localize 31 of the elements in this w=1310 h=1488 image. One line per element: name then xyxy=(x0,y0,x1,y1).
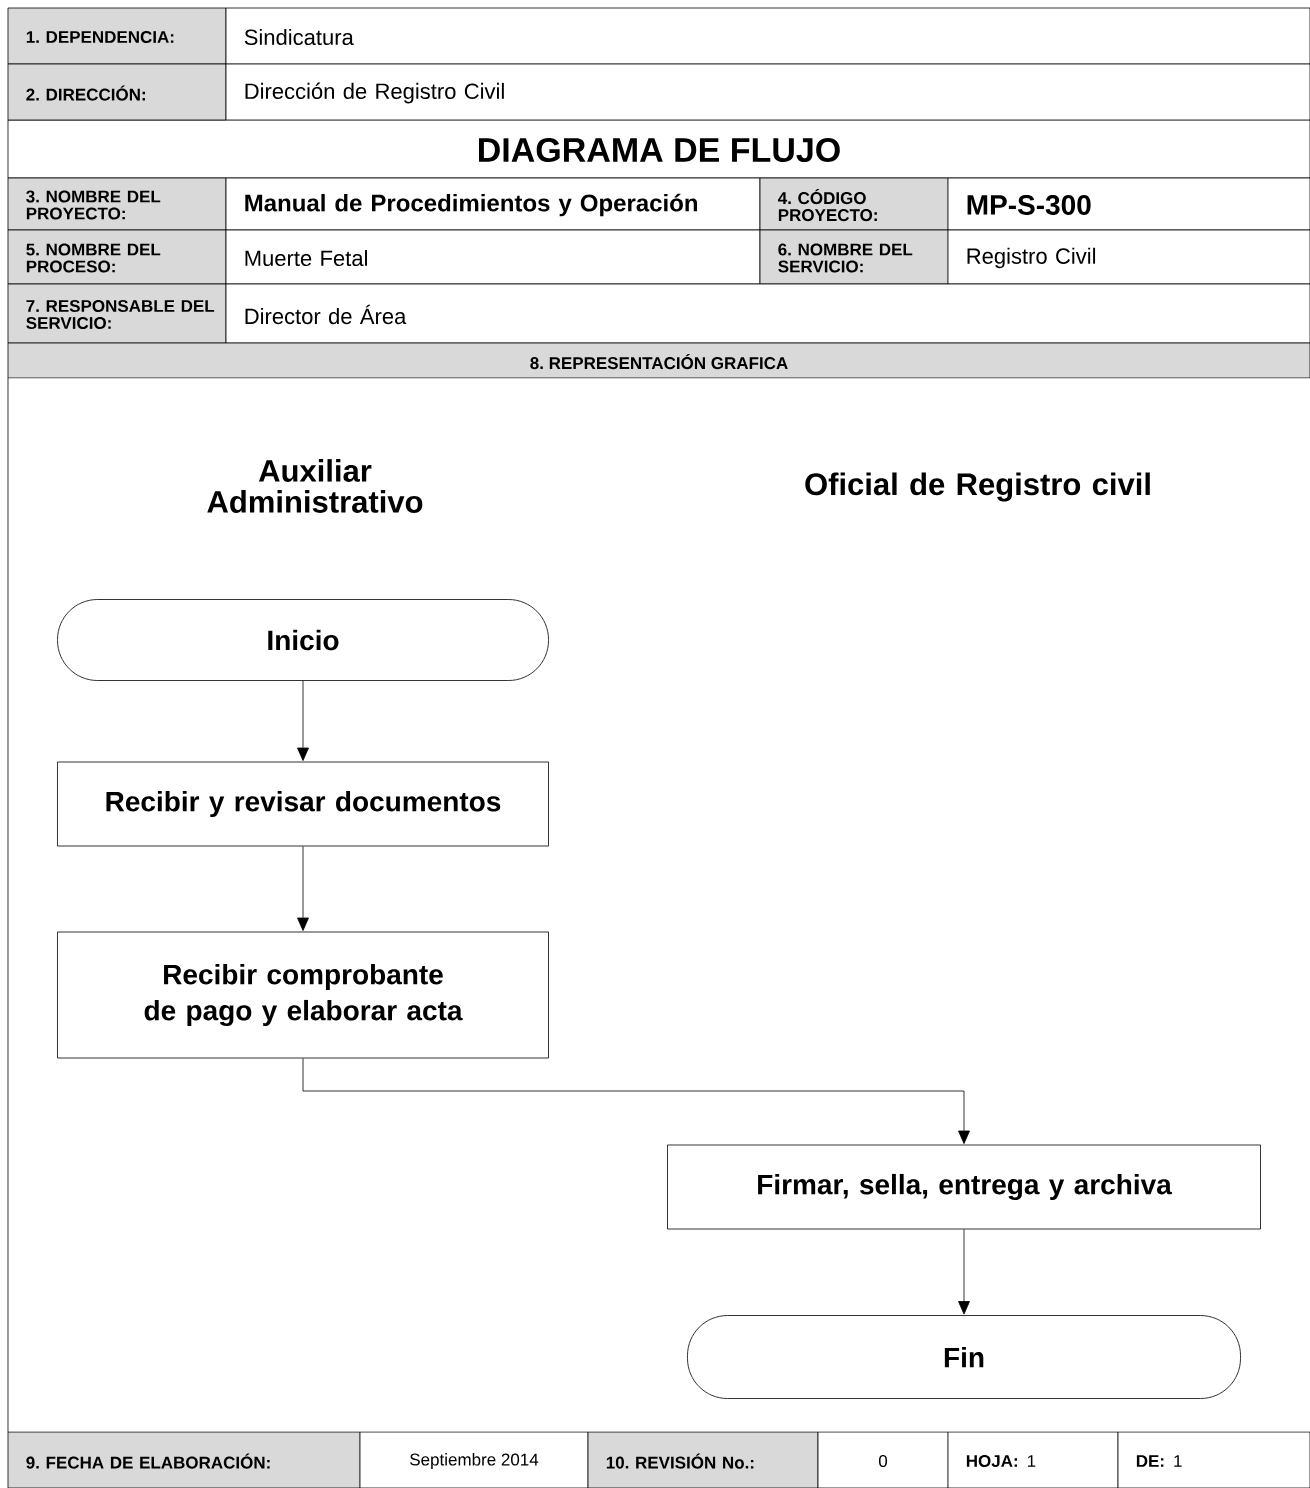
label-cell: 3. NOMBRE DEL PROYECTO: xyxy=(7,177,227,231)
value-cell: MP-S-300 xyxy=(947,177,1310,231)
value-cell: Registro Civil xyxy=(947,229,1310,285)
arrow xyxy=(958,1229,970,1315)
terminal-box: Inicio xyxy=(57,599,549,681)
value-cell: Septiembre 2014 xyxy=(359,1431,589,1488)
label-cell: 2. DIRECCIÓN: xyxy=(7,63,227,121)
label-cell: 4. CÓDIGO PROYECTO: xyxy=(759,177,949,231)
value-cell: DE: 1 xyxy=(1117,1431,1310,1488)
arrow xyxy=(297,846,309,931)
process-box: Recibir y revisar documentos xyxy=(57,761,549,847)
process-box: Firmar, sella, entrega y archiva xyxy=(667,1144,1261,1230)
label-cell: 5. NOMBRE DEL PROCESO: xyxy=(7,229,227,285)
label-cell: 9. FECHA DE ELABORACIÓN: xyxy=(7,1431,361,1488)
value-cell: Muerte Fetal xyxy=(225,229,761,285)
label-cell: 10. REVISIÓN No.: xyxy=(587,1431,819,1488)
label-cell: 6. NOMBRE DEL SERVICIO: xyxy=(759,229,949,285)
label-cell: 1. DEPENDENCIA: xyxy=(7,7,227,65)
value-cell: Dirección de Registro Civil xyxy=(225,63,1310,121)
value-cell: Manual de Procedimientos y Operación xyxy=(225,177,761,231)
label-cell: 7. RESPONSABLE DEL SERVICIO: xyxy=(7,283,227,344)
lane-heading: Oficial de Registro civil xyxy=(805,472,1150,502)
lane-heading: Auxiliar Administrativo xyxy=(207,459,423,513)
process-box: Recibir comprobante de pago y elaborar acta xyxy=(57,931,549,1059)
terminal-box: Fin xyxy=(687,1315,1241,1399)
value-cell: Sindicatura xyxy=(225,7,1310,65)
arrow xyxy=(297,680,309,761)
arrow xyxy=(302,1058,970,1144)
value-cell: HOJA: 1 xyxy=(947,1431,1119,1488)
value-cell: 0 xyxy=(817,1431,949,1488)
title: DIAGRAMA DE FLUJO xyxy=(479,137,840,163)
